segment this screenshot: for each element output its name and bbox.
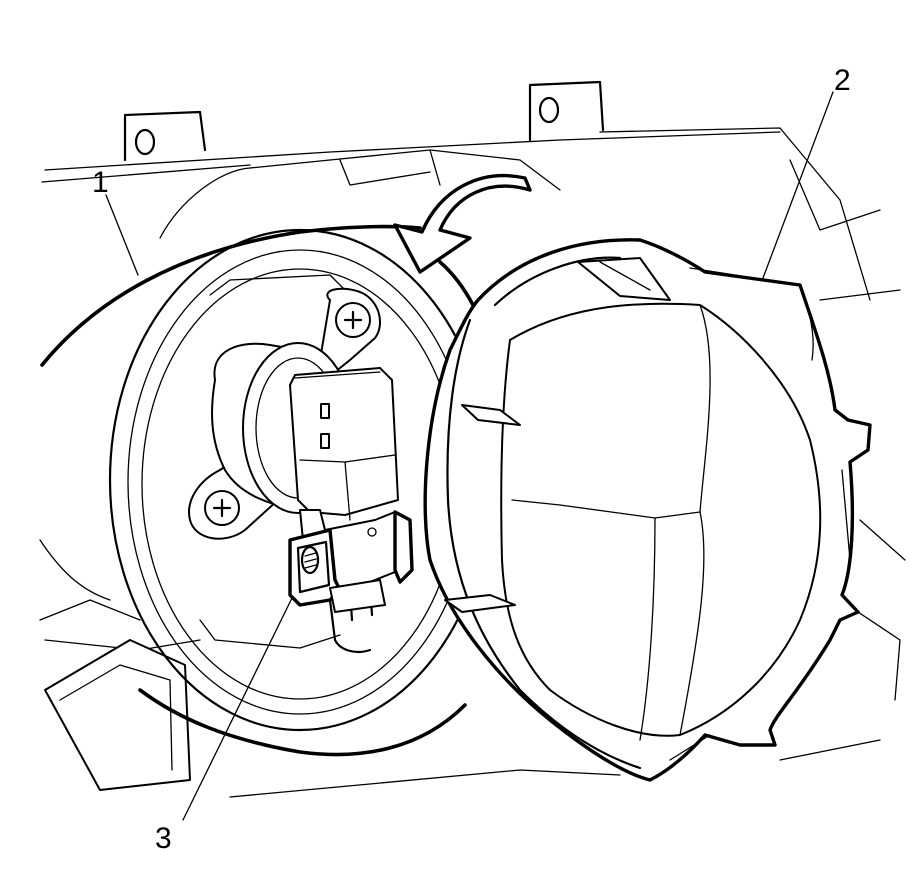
callout-label-3: 3 (155, 822, 172, 855)
callout-labels: 1 2 3 (92, 64, 851, 855)
headlamp-housing (39, 80, 906, 798)
mounting-hole-left (134, 128, 156, 156)
mounting-hole-center (538, 96, 560, 124)
phillips-screw-icon (204, 490, 240, 526)
headlamp-outer-contour (40, 224, 475, 757)
callout-label-2: 2 (834, 64, 851, 97)
leader-line-3 (182, 597, 293, 821)
phillips-screw-icon (335, 302, 371, 338)
connector-lock-tab (288, 510, 414, 654)
leader-lines (105, 91, 834, 821)
callout-label-1: 1 (92, 166, 109, 199)
housing-lower-bracket (44, 639, 191, 791)
curved-rotation-arrow-icon (393, 173, 532, 274)
mounting-tab-center (528, 80, 605, 142)
leader-line-1 (105, 194, 139, 276)
mounting-tab-left (123, 110, 207, 162)
leader-line-2 (762, 91, 834, 279)
bulb-access-cover (423, 238, 872, 782)
